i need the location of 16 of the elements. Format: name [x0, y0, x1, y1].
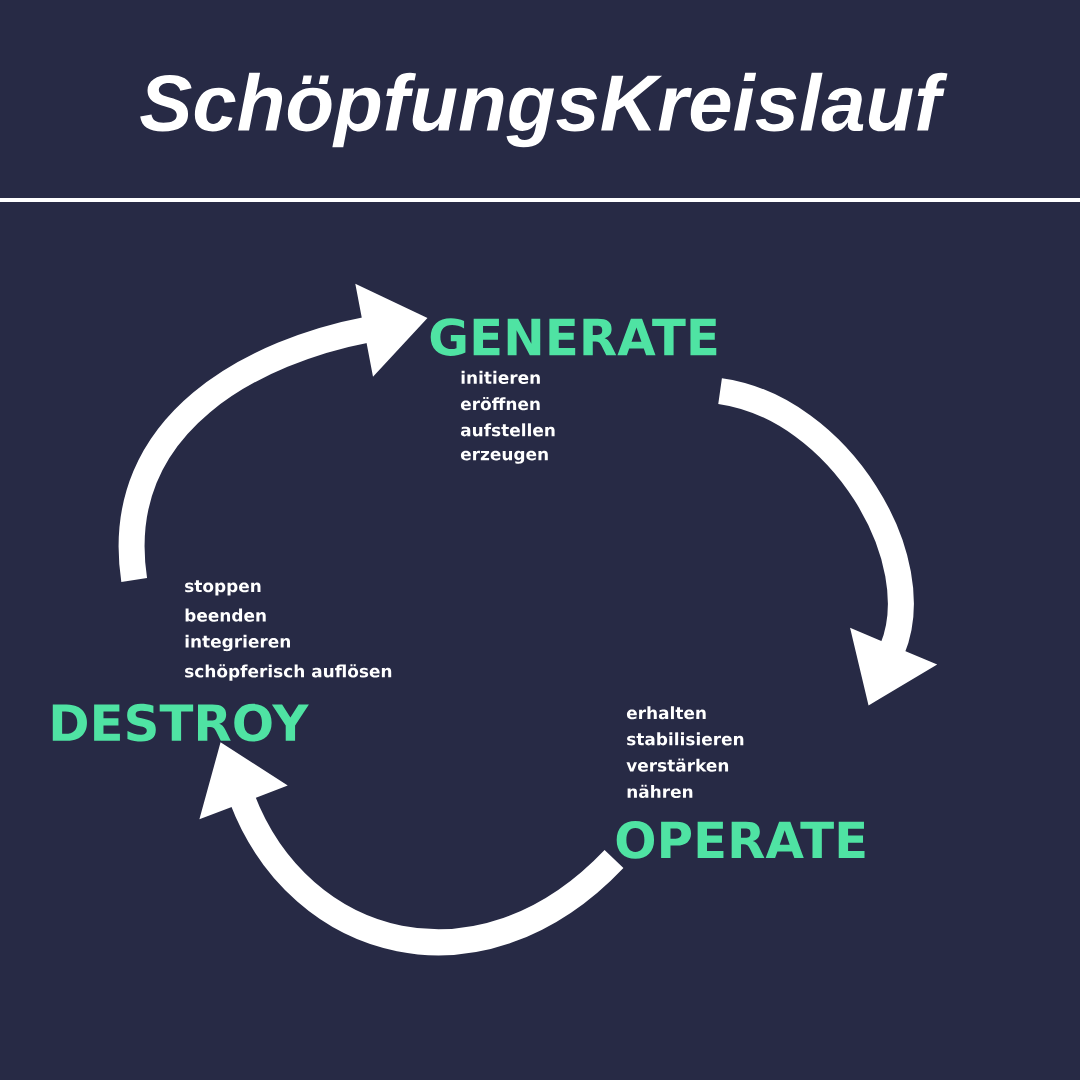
verb-label: verstärken: [626, 758, 729, 772]
verb-label: beenden: [185, 608, 266, 622]
verb-label: nähren: [627, 784, 693, 799]
verb-label: stoppen: [185, 580, 261, 596]
stage-heading: OPERATE: [616, 821, 865, 859]
verb-label: integrieren: [185, 634, 290, 652]
verb-label: erhalten: [626, 706, 706, 720]
verb-label: stabilisieren: [627, 732, 744, 746]
stage-heading: GENERATE: [430, 318, 717, 356]
stage-heading: DESTROY: [52, 703, 309, 742]
verb-label: erzeugen: [460, 450, 548, 464]
verb-label: aufstellen: [460, 423, 555, 437]
verb-label: eröffnen: [460, 397, 540, 411]
verb-label: schöpferisch auflösen: [185, 664, 392, 681]
verb-label: initieren: [461, 370, 540, 384]
title: SchöpfungsKreislauf: [140, 72, 948, 148]
